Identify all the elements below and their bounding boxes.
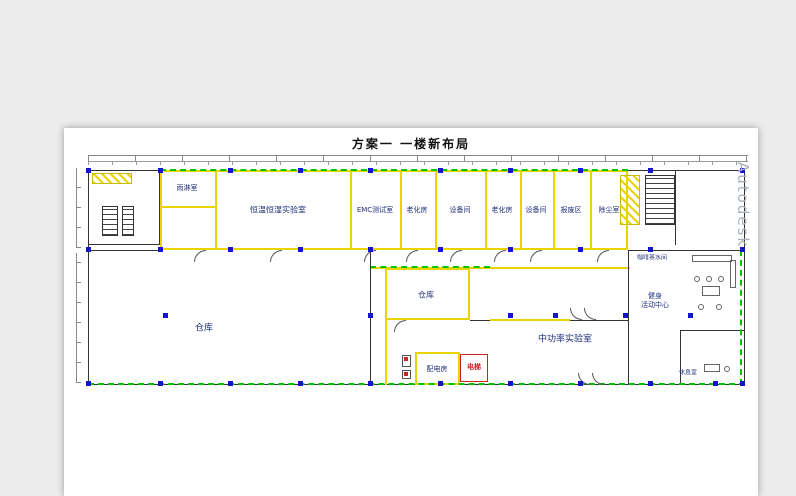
wall-partition bbox=[590, 170, 592, 250]
escalator-hatch-right bbox=[620, 175, 640, 225]
autodesk-watermark: Autodesk bbox=[734, 162, 752, 249]
side-counter bbox=[730, 260, 736, 288]
elevator-box bbox=[460, 354, 488, 382]
wall-line bbox=[370, 250, 371, 385]
room-label-aging-2: 老化房 bbox=[491, 206, 513, 214]
wall-partition bbox=[553, 170, 555, 250]
room-label-elevator: 电梯 bbox=[467, 363, 481, 371]
door-arc bbox=[406, 250, 418, 262]
green-grid-line-top bbox=[160, 169, 628, 171]
room-label-equipment-1: 设备间 bbox=[449, 206, 471, 214]
door-arc bbox=[597, 250, 609, 262]
wall-line bbox=[628, 250, 629, 385]
top-room-band-wall bbox=[160, 170, 628, 250]
wall-partition bbox=[215, 170, 217, 250]
wall-partition bbox=[350, 170, 352, 250]
stairs-left-2 bbox=[122, 206, 134, 236]
wall-partition bbox=[435, 170, 437, 250]
transformer-symbol-2 bbox=[402, 370, 411, 379]
rest-room-wall-v bbox=[680, 330, 681, 385]
rest-room-chair bbox=[724, 366, 730, 372]
door-arc bbox=[450, 250, 462, 262]
room-label-fitness-1: 健身 bbox=[648, 292, 662, 300]
room-label-warehouse-small: 仓库 bbox=[418, 290, 434, 300]
stairs-right bbox=[645, 175, 675, 225]
room-label-warehouse-main: 仓库 bbox=[194, 323, 214, 334]
stairs-left bbox=[102, 206, 118, 236]
transformer-symbol bbox=[402, 355, 411, 367]
dimension-line-left-2 bbox=[76, 253, 81, 383]
dimension-line-left bbox=[76, 168, 81, 248]
rain-room-partition bbox=[160, 206, 215, 208]
wall-line bbox=[628, 250, 745, 251]
dimension-line-top bbox=[88, 155, 748, 161]
wall-line bbox=[675, 170, 676, 245]
green-grid-line-corridor bbox=[370, 266, 490, 268]
room-label-dust: 除尘室 bbox=[598, 206, 620, 214]
room-label-equipment-2: 设备间 bbox=[525, 206, 547, 214]
escalator-hatch-left bbox=[92, 173, 132, 184]
room-label-scrap: 报废区 bbox=[560, 206, 582, 214]
room-label-coffee: 咖啡茶水间 bbox=[636, 254, 668, 262]
rest-room-table bbox=[704, 364, 720, 372]
room-label-humidity-lab: 恒温恒湿实验室 bbox=[250, 205, 306, 215]
floorplan-sheet: 方案一 一楼新布局 bbox=[64, 128, 758, 496]
chair bbox=[694, 276, 700, 282]
wall-partition bbox=[520, 170, 522, 250]
yellow-wall-vertical bbox=[385, 320, 387, 385]
chair bbox=[698, 304, 704, 310]
rest-room-wall bbox=[680, 330, 745, 331]
column-markers bbox=[64, 128, 69, 133]
wall-partition bbox=[485, 170, 487, 250]
wall-partition bbox=[400, 170, 402, 250]
room-label-emc: EMC测试室 bbox=[356, 206, 394, 214]
warehouse-small-room bbox=[385, 268, 470, 320]
room-label-power: 配电房 bbox=[426, 365, 448, 373]
green-grid-line-right bbox=[740, 250, 742, 385]
green-grid-line-bottom bbox=[88, 383, 745, 385]
coffee-counter bbox=[692, 255, 732, 262]
room-label-rain: 雨淋室 bbox=[176, 184, 198, 192]
door-arc bbox=[494, 250, 506, 262]
midpower-lab-wall-yellow bbox=[490, 319, 570, 321]
room-label-rest: 休息室 bbox=[678, 369, 698, 377]
table bbox=[702, 286, 720, 296]
left-stair-block bbox=[88, 170, 160, 245]
chair bbox=[706, 276, 712, 282]
corridor-wall bbox=[370, 267, 630, 269]
door-arc bbox=[194, 250, 206, 262]
door-arc bbox=[270, 250, 282, 262]
door-arc bbox=[530, 250, 542, 262]
dimension-line-top-2 bbox=[88, 161, 748, 165]
wall-line bbox=[88, 250, 160, 251]
chair bbox=[716, 304, 722, 310]
room-label-aging-1: 老化房 bbox=[406, 206, 428, 214]
chair bbox=[718, 276, 724, 282]
door-arc bbox=[364, 250, 376, 262]
door-arc bbox=[394, 320, 406, 332]
plan-title: 方案一 一楼新布局 bbox=[351, 137, 471, 151]
room-label-fitness-2: 活动中心 bbox=[641, 301, 669, 309]
room-label-midpower-lab: 中功率实验室 bbox=[537, 334, 593, 345]
